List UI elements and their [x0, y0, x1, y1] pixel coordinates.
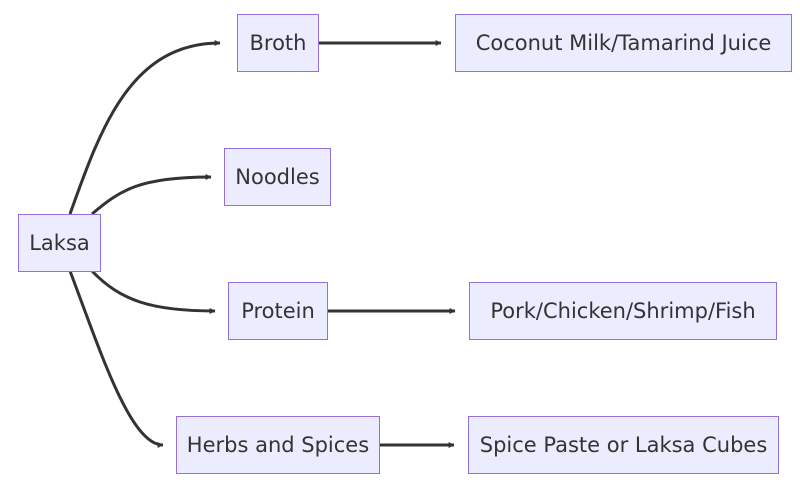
edge-laksa-herbs — [68, 270, 164, 448]
node-spice-paste-or-laksa-cubes[interactable]: Spice Paste or Laksa Cubes — [468, 416, 779, 474]
node-broth[interactable]: Broth — [237, 14, 319, 72]
edge-laksa-broth — [68, 40, 221, 215]
node-laksa[interactable]: Laksa — [18, 214, 101, 272]
node-pork-chicken-shrimp-fish[interactable]: Pork/Chicken/Shrimp/Fish — [469, 282, 777, 340]
edge-laksa-noodles — [91, 174, 212, 216]
node-herbs-and-spices[interactable]: Herbs and Spices — [176, 416, 380, 474]
node-noodles[interactable]: Noodles — [224, 148, 331, 206]
edge-laksa-protein — [90, 269, 216, 314]
node-protein[interactable]: Protein — [228, 282, 328, 340]
node-coconut-milk-tamarind-juice[interactable]: Coconut Milk/Tamarind Juice — [455, 14, 792, 72]
